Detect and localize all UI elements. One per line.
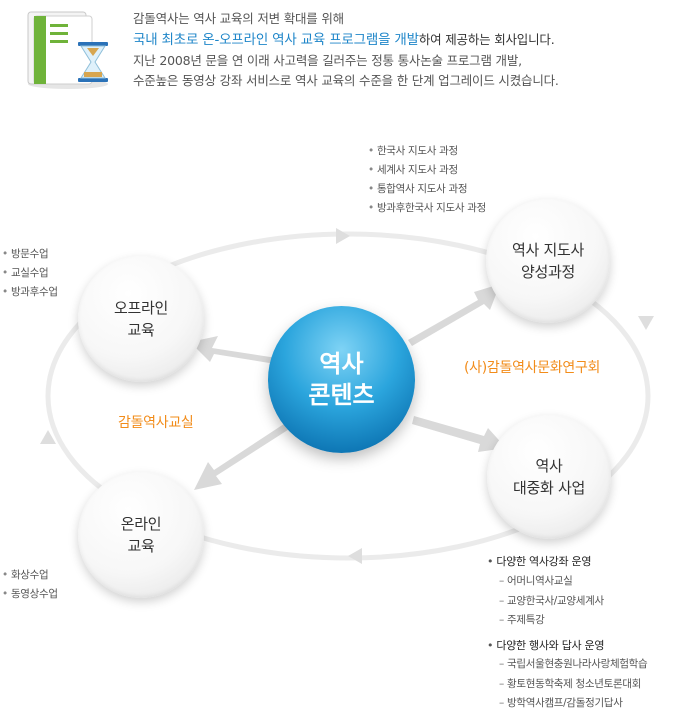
instructor-course-list: 한국사 지도사 과정 세계사 지도사 과정 통합역사 지도사 과정 방과후한국사… — [368, 142, 486, 218]
center-history-content: 역사 콘텐츠 — [268, 306, 415, 453]
node-popular-line2: 대중화 사업 — [513, 479, 585, 497]
list-item: 동영상수업 — [2, 585, 58, 604]
label-gamdol-institute: (사)감돌역사문화연구회 — [464, 360, 601, 376]
list-item: 교양한국사/교양세계사 — [499, 592, 604, 612]
events-list: 국립서울현충원나라사랑체험학습 황토현동학축제 청소년토론대회 방학역사캠프/감… — [499, 655, 648, 714]
node-offline-education: 오프라인 교육 — [78, 256, 204, 382]
node-instructor-line2: 양성과정 — [520, 263, 575, 281]
orbit-arrow-bottom — [348, 548, 362, 564]
node-online-line1: 온라인 — [120, 515, 162, 533]
intro-line-3: 지난 2008년 문을 연 이래 사고력을 길러주는 정통 통사논술 프로그램 … — [133, 53, 522, 68]
node-instructor-training: 역사 지도사 양성과정 — [486, 199, 610, 323]
offline-class-list: 방문수업 교실수업 방과후수업 — [2, 245, 58, 302]
orbit-arrow-top — [336, 228, 350, 244]
intro-line-2: 국내 최초로 온-오프라인 역사 교육 프로그램을 개발하여 제공하는 회사입니… — [133, 28, 555, 48]
list-item: 통합역사 지도사 과정 — [368, 180, 486, 199]
orbit-arrow-left — [40, 430, 56, 444]
list-item: 주제특강 — [499, 611, 604, 631]
list-item: 세계사 지도사 과정 — [368, 161, 486, 180]
orbit-arrow-right — [638, 316, 654, 330]
lectures-heading: 다양한 역사강좌 운영 — [487, 553, 591, 569]
list-item: 한국사 지도사 과정 — [368, 142, 486, 161]
node-offline-line1: 오프라인 — [113, 299, 168, 317]
list-item: 황토현동학축제 청소년토론대회 — [499, 675, 647, 695]
center-line1: 역사 — [319, 349, 364, 378]
list-item: 방과후수업 — [2, 283, 58, 302]
intro-line-1: 감돌역사는 역사 교육의 저변 확대를 위해 — [133, 11, 344, 26]
node-offline-line2: 교육 — [127, 321, 155, 339]
node-popular-line1: 역사 — [535, 457, 563, 475]
label-gamdol-classroom: 감돌역사교실 — [118, 415, 194, 431]
center-line2: 콘텐츠 — [308, 380, 375, 409]
hourglass-document-icon — [18, 6, 118, 90]
list-item: 화상수업 — [2, 566, 58, 585]
node-online-line2: 교육 — [127, 537, 155, 555]
node-online-education: 온라인 교육 — [78, 472, 204, 598]
list-item: 방과후한국사 지도사 과정 — [368, 199, 486, 218]
list-item: 방문수업 — [2, 245, 58, 264]
events-heading: 다양한 행사와 답사 운영 — [487, 637, 604, 653]
list-item: 어머니역사교실 — [499, 572, 604, 592]
center-arrows — [190, 284, 506, 490]
node-instructor-line1: 역사 지도사 — [512, 241, 584, 259]
intro-line-4: 수준높은 동영상 강좌 서비스로 역사 교육의 수준을 한 단계 업그레이드 시… — [133, 73, 559, 88]
intro-line-2-rest: 하여 제공하는 회사입니다. — [418, 32, 555, 47]
lectures-list: 어머니역사교실 교양한국사/교양세계사 주제특강 — [499, 572, 604, 631]
intro-highlight: 국내 최초로 온-오프라인 역사 교육 프로그램을 개발 — [133, 32, 419, 48]
list-item: 국립서울현충원나라사랑체험학습 — [499, 655, 648, 675]
list-item: 방학역사캠프/감돌정기답사 — [499, 694, 647, 714]
online-class-list: 화상수업 동영상수업 — [2, 566, 58, 604]
node-history-popularization: 역사 대중화 사업 — [487, 415, 611, 539]
list-item: 교실수업 — [2, 264, 58, 283]
